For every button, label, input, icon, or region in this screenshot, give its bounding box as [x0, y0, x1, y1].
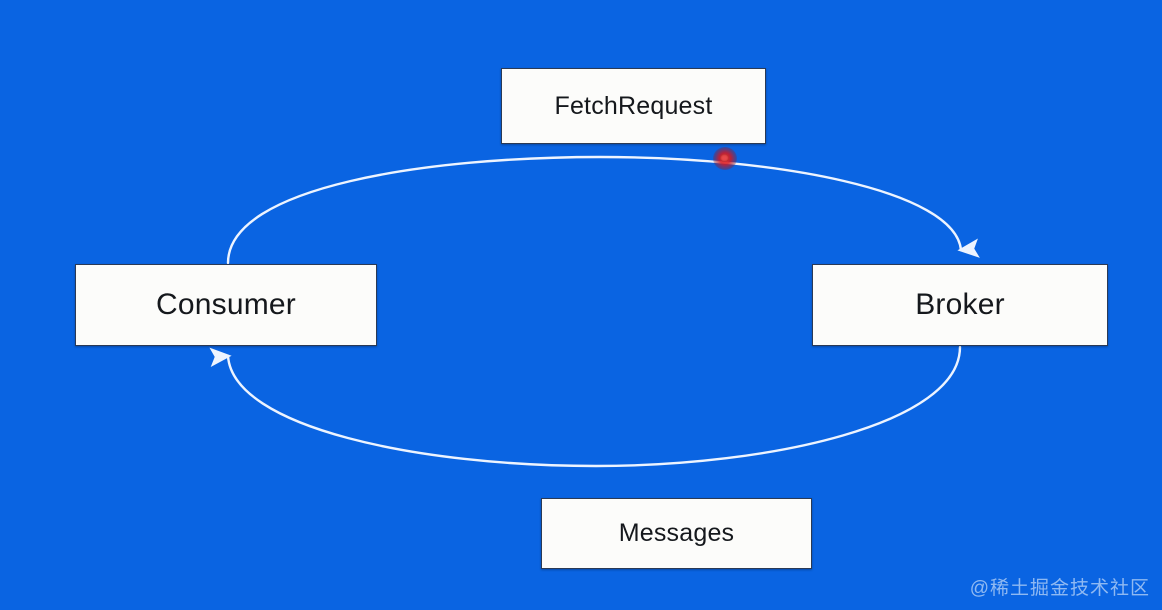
node-messages-label: Messages: [618, 519, 735, 547]
node-consumer-label: Consumer: [156, 288, 296, 321]
red-dot-cursor-icon: [713, 147, 737, 170]
edge-broker-to-consumer: [209, 345, 962, 468]
node-broker[interactable]: Broker: [812, 264, 1108, 346]
node-messages[interactable]: Messages: [541, 498, 812, 569]
node-consumer[interactable]: Consumer: [75, 264, 377, 346]
node-fetchrequest-label: FetchRequest: [554, 91, 713, 120]
node-fetchrequest[interactable]: FetchRequest: [501, 68, 766, 144]
node-broker-label: Broker: [915, 288, 1005, 321]
watermark-text: @稀土掘金技术社区: [969, 578, 1150, 599]
edge-consumer-to-broker: [226, 155, 980, 265]
